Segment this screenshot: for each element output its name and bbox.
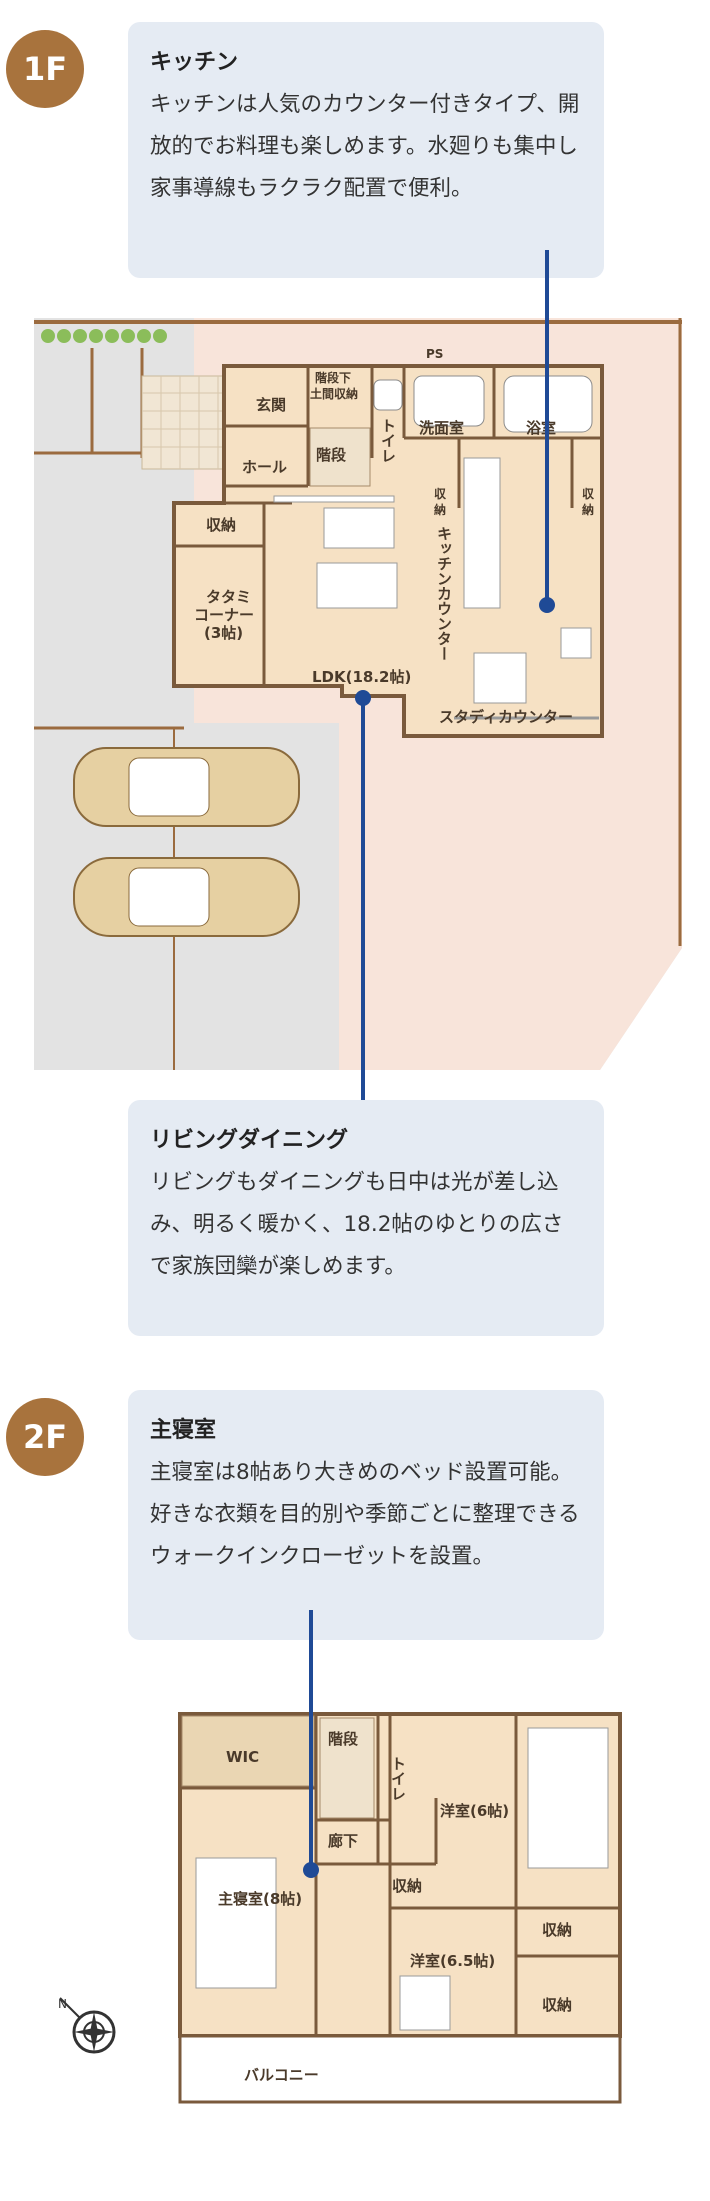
car-2 [73,857,300,937]
master-label: 主寝室(8帖) [218,1890,302,1908]
storage-b-label-1: 収 [582,487,595,501]
ldk-leader-dot [355,690,371,706]
stairs-2f-label: 階段 [328,1730,358,1748]
tatami-label-2: コーナー [194,606,254,624]
shrubs [41,329,167,343]
living-note-title: リビングダイニング [150,1128,349,1153]
genkan-label: 玄関 [256,396,286,414]
washroom-label: 洗面室 [419,419,464,437]
compass-icon: N [58,1997,116,2054]
bedroom-note: 主寝室 主寝室は8帖あり大きめのベッド設置可能。好きな衣類を目的別や季節ごとに整… [128,1390,604,1640]
study-counter-label: スタディカウンター [439,708,573,726]
living-note-body: リビングもダイニングも日中は光が差し込み、明るく暖かく、18.2帖のゆとりの広さ… [150,1170,564,1279]
floor1-plan: PS 玄関 階段下 土間収納 トイレ 洗面室 浴室 階段 ホール 収 納 収 納… [34,318,682,1070]
kitchen-leader-dot [539,597,555,613]
wic-label: WIC [226,1748,259,1766]
bedroom-leader-line [309,1610,313,1870]
compass-north-label: N [58,1997,67,2011]
balcony-label: バルコニー [244,2066,319,2084]
kitchen-counter-label: キッチンカウンター [435,526,453,661]
storage-c-label: 収納 [206,516,236,534]
tatami-label-3: (3帖) [204,624,243,642]
stair-storage-label-1: 階段下 [315,370,351,385]
storage1-label: 収納 [392,1877,422,1895]
kitchen-note-title: キッチン [150,50,239,75]
car-1 [73,747,300,827]
kitchen-leader-line [545,250,549,605]
bath-label: 浴室 [526,419,556,437]
bedroom-note-title: 主寝室 [150,1418,217,1443]
toilet-label: トイレ [379,418,397,463]
floor2-badge: 2F [6,1398,84,1476]
kitchen-note-body: キッチンは人気のカウンター付きタイプ、開放的でお料理も楽しめます。水廻りも集中し… [150,92,580,201]
ps-label: PS [426,347,443,361]
storage3-label: 収納 [542,1996,572,2014]
bedroom-leader-dot [303,1862,319,1878]
western65-label: 洋室(6.5帖) [410,1952,495,1970]
floor1-badge: 1F [6,30,84,108]
storage-a-label-1: 収 [434,487,447,501]
hall-label: ホール [242,458,287,476]
tatami-label-1: タタミ [206,588,251,606]
bedroom-note-body: 主寝室は8帖あり大きめのベッド設置可能。好きな衣類を目的別や季節ごとに整理できる… [150,1460,580,1569]
ldk-label: LDK(18.2帖) [312,668,411,686]
storage-a-label-2: 納 [434,502,446,517]
stair-storage-label-2: 土間収納 [310,386,358,401]
western6-label: 洋室(6帖) [440,1802,509,1820]
toilet-2f-label: トイレ [389,1756,407,1801]
ldk-leader-line [361,698,365,1100]
living-note: リビングダイニング リビングもダイニングも日中は光が差し込み、明るく暖かく、18… [128,1100,604,1336]
kitchen-note: キッチン キッチンは人気のカウンター付きタイプ、開放的でお料理も楽しめます。水廻… [128,22,604,278]
corridor-label: 廊下 [328,1832,358,1850]
stairs-label: 階段 [316,446,346,464]
storage-b-label-2: 納 [582,502,594,517]
floor2-plan: WIC 階段 トイレ 廊下 洋室(6帖) 収納 主寝室(8帖) 洋室(6.5帖)… [178,1712,622,2104]
storage2-label: 収納 [542,1921,572,1939]
